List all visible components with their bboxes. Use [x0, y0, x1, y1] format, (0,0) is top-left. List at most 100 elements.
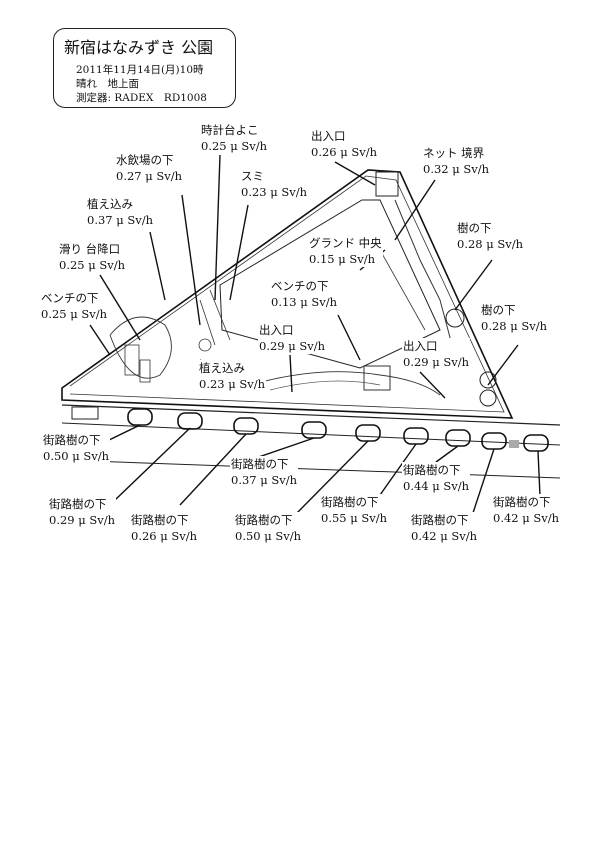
leader-line — [89, 324, 111, 356]
walkway — [249, 371, 441, 396]
label-value: 0.26 μ Sv/h — [131, 529, 198, 543]
leader-line — [454, 259, 493, 311]
label-value: 0.37 μ Sv/h — [231, 473, 298, 487]
label-street-tree-9: 街路樹の下 0.42 μ Sv/h — [492, 494, 561, 526]
label-place: ベンチの下 — [41, 291, 99, 305]
label-street-tree-7: 街路樹の下 0.44 μ Sv/h — [402, 462, 471, 494]
label-ueko-top: 植え込み 0.37 μ Sv/h — [86, 196, 155, 228]
label-place: 街路樹の下 — [321, 495, 379, 509]
label-value: 0.13 μ Sv/h — [271, 295, 338, 309]
label-place: 街路樹の下 — [49, 497, 107, 511]
label-street-tree-5: 街路樹の下 0.50 μ Sv/h — [234, 512, 303, 544]
label-bench-left: ベンチの下 0.25 μ Sv/h — [40, 290, 109, 322]
leader-line — [179, 433, 247, 506]
label-place: 街路樹の下 — [131, 513, 189, 527]
label-bench-right: ベンチの下 0.13 μ Sv/h — [270, 278, 339, 310]
label-place: 植え込み — [87, 197, 133, 211]
instrument-text: 測定器: RADEX RD1008 — [76, 92, 207, 104]
label-value: 0.26 μ Sv/h — [311, 145, 378, 159]
label-value: 0.42 μ Sv/h — [411, 529, 478, 543]
label-place: 出入口 — [403, 339, 438, 353]
leader-line — [419, 371, 446, 399]
label-place: グランド 中央 — [309, 236, 382, 250]
label-ki-1: 樹の下 0.28 μ Sv/h — [456, 220, 525, 252]
street-tree-pit — [445, 429, 471, 447]
fence — [379, 249, 426, 331]
label-street-tree-3: 街路樹の下 0.26 μ Sv/h — [130, 512, 199, 544]
label-value: 0.29 μ Sv/h — [49, 513, 116, 527]
street-tree-pit — [403, 427, 429, 445]
leader-line — [294, 440, 369, 516]
label-street-tree-4: 街路樹の下 0.37 μ Sv/h — [230, 456, 299, 488]
leader-line — [289, 354, 293, 393]
leader-line — [471, 448, 495, 517]
label-deiriguchi-mid: 出入口 0.29 μ Sv/h — [258, 322, 327, 354]
label-value: 0.28 μ Sv/h — [481, 319, 548, 333]
park-boundary — [61, 169, 514, 419]
sidewalk-line — [61, 422, 561, 446]
label-value: 0.50 μ Sv/h — [43, 449, 110, 463]
label-place: 植え込み — [199, 361, 245, 375]
leader-line — [114, 427, 191, 501]
info-box: 新宿はなみずき 公園 2011年11月14日(月)10時 晴れ 地上面 測定器:… — [53, 28, 236, 108]
label-value: 0.25 μ Sv/h — [59, 258, 126, 272]
tree — [445, 308, 465, 328]
label-tokei: 時計台よこ 0.25 μ Sv/h — [200, 122, 269, 154]
tree — [479, 389, 497, 407]
label-value: 0.28 μ Sv/h — [457, 237, 524, 251]
leader-line — [181, 194, 201, 326]
label-ki-2: 樹の下 0.28 μ Sv/h — [480, 302, 549, 334]
label-place: 街路樹の下 — [43, 433, 101, 447]
street-tree-pit — [301, 421, 327, 439]
label-place: 滑り 台降口 — [59, 242, 121, 256]
leader-line — [487, 344, 519, 386]
leader-line — [537, 450, 541, 497]
street-tree-pit — [481, 432, 507, 450]
park-inner-boundary — [69, 175, 505, 413]
label-value: 0.42 μ Sv/h — [493, 511, 560, 525]
label-value: 0.32 μ Sv/h — [423, 162, 490, 176]
tree — [479, 371, 497, 389]
ground-area — [219, 199, 441, 369]
label-value: 0.23 μ Sv/h — [199, 377, 266, 391]
label-net: ネット 境界 0.32 μ Sv/h — [422, 145, 491, 177]
label-place: 出入口 — [259, 323, 294, 337]
walkway — [269, 380, 381, 391]
leader-line — [435, 445, 459, 463]
label-ueko-bottom: 植え込み 0.23 μ Sv/h — [198, 360, 267, 392]
label-place: 樹の下 — [457, 221, 492, 235]
label-place: 樹の下 — [481, 303, 516, 317]
leader-line — [99, 274, 141, 341]
label-suberi: 滑り 台降口 0.25 μ Sv/h — [58, 241, 127, 273]
label-sumi: スミ 0.23 μ Sv/h — [240, 168, 309, 200]
building — [375, 171, 399, 197]
label-street-tree-6: 街路樹の下 0.55 μ Sv/h — [320, 494, 389, 526]
label-place: 水飲場の下 — [116, 153, 174, 167]
fence — [199, 299, 216, 346]
label-deiriguchi-top: 出入口 0.26 μ Sv/h — [310, 128, 379, 160]
equipment — [139, 359, 151, 383]
utility-box — [71, 406, 99, 420]
fountain — [198, 338, 212, 352]
label-value: 0.23 μ Sv/h — [241, 185, 308, 199]
equipment — [124, 344, 140, 376]
weather-text: 晴れ 地上面 — [76, 78, 139, 90]
label-ground: グランド 中央 0.15 μ Sv/h — [308, 235, 383, 267]
label-value: 0.25 μ Sv/h — [41, 307, 108, 321]
path-curve — [394, 199, 453, 346]
date-text: 2011年11月14日(月)10時 — [76, 64, 204, 76]
fence — [209, 289, 231, 341]
leader-line — [379, 443, 417, 496]
label-place: 街路樹の下 — [235, 513, 293, 527]
leader-line — [229, 204, 249, 301]
leader-line — [104, 424, 141, 443]
label-value: 0.27 μ Sv/h — [116, 169, 183, 183]
label-place: ネット 境界 — [423, 146, 485, 160]
leader-line — [337, 314, 361, 361]
label-value: 0.44 μ Sv/h — [403, 479, 470, 493]
label-value: 0.29 μ Sv/h — [259, 339, 326, 353]
street-tree-pit — [127, 408, 153, 426]
leader-line — [334, 161, 376, 186]
slide-area — [109, 316, 172, 379]
label-place: 街路樹の下 — [231, 457, 289, 471]
